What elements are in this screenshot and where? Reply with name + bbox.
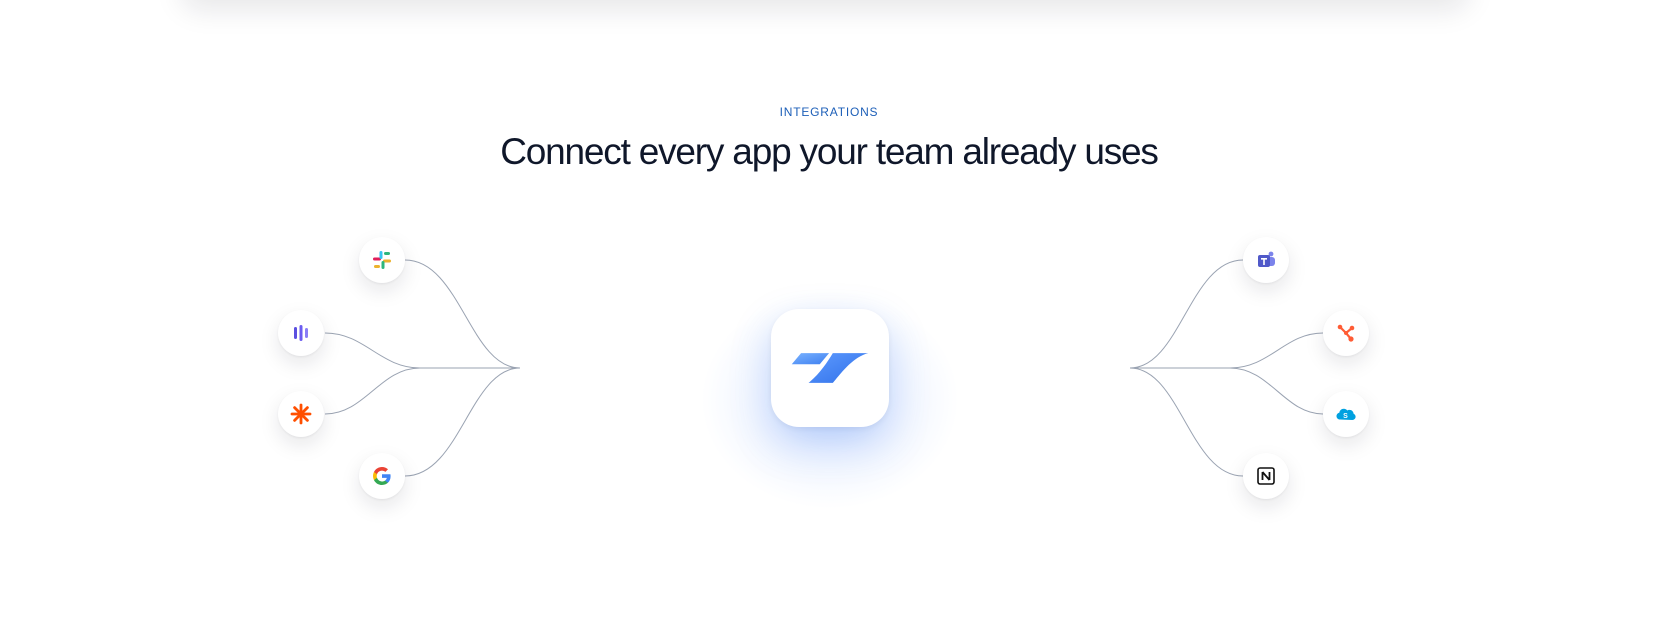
curve-left-3 [324, 367, 421, 415]
curve-left-1 [404, 259, 521, 369]
curve-right-1 [1129, 259, 1244, 369]
integration-microsoft-teams[interactable] [1243, 237, 1289, 283]
integration-google[interactable] [359, 453, 405, 499]
section-eyebrow: INTEGRATIONS [779, 105, 879, 119]
curve-left-2 [324, 332, 520, 369]
notion-icon [1257, 467, 1275, 485]
google-icon [373, 467, 391, 485]
integration-linear[interactable] [278, 310, 324, 356]
section-title: Connect every app your team already uses [500, 131, 1159, 172]
curve-right-3 [1229, 367, 1324, 415]
integration-salesforce[interactable]: S [1323, 391, 1369, 437]
integration-zapier[interactable] [278, 391, 324, 437]
zapier-asterisk-icon [290, 403, 312, 425]
curve-left-4 [404, 367, 521, 477]
curve-right-4 [1129, 367, 1244, 477]
linear-bars-icon [294, 325, 308, 341]
microsoft-teams-icon [1258, 251, 1275, 267]
hubspot-icon [1337, 324, 1355, 342]
hub-app-tile[interactable] [771, 309, 889, 427]
curve-right-2 [1130, 332, 1324, 369]
salesforce-cloud-icon: S [1336, 408, 1356, 420]
integration-slack[interactable] [359, 237, 405, 283]
integration-hubspot[interactable] [1323, 310, 1369, 356]
svg-text:S: S [1343, 413, 1348, 420]
brand-logo-icon [791, 353, 869, 383]
slack-icon [373, 251, 391, 269]
integration-notion[interactable] [1243, 453, 1289, 499]
